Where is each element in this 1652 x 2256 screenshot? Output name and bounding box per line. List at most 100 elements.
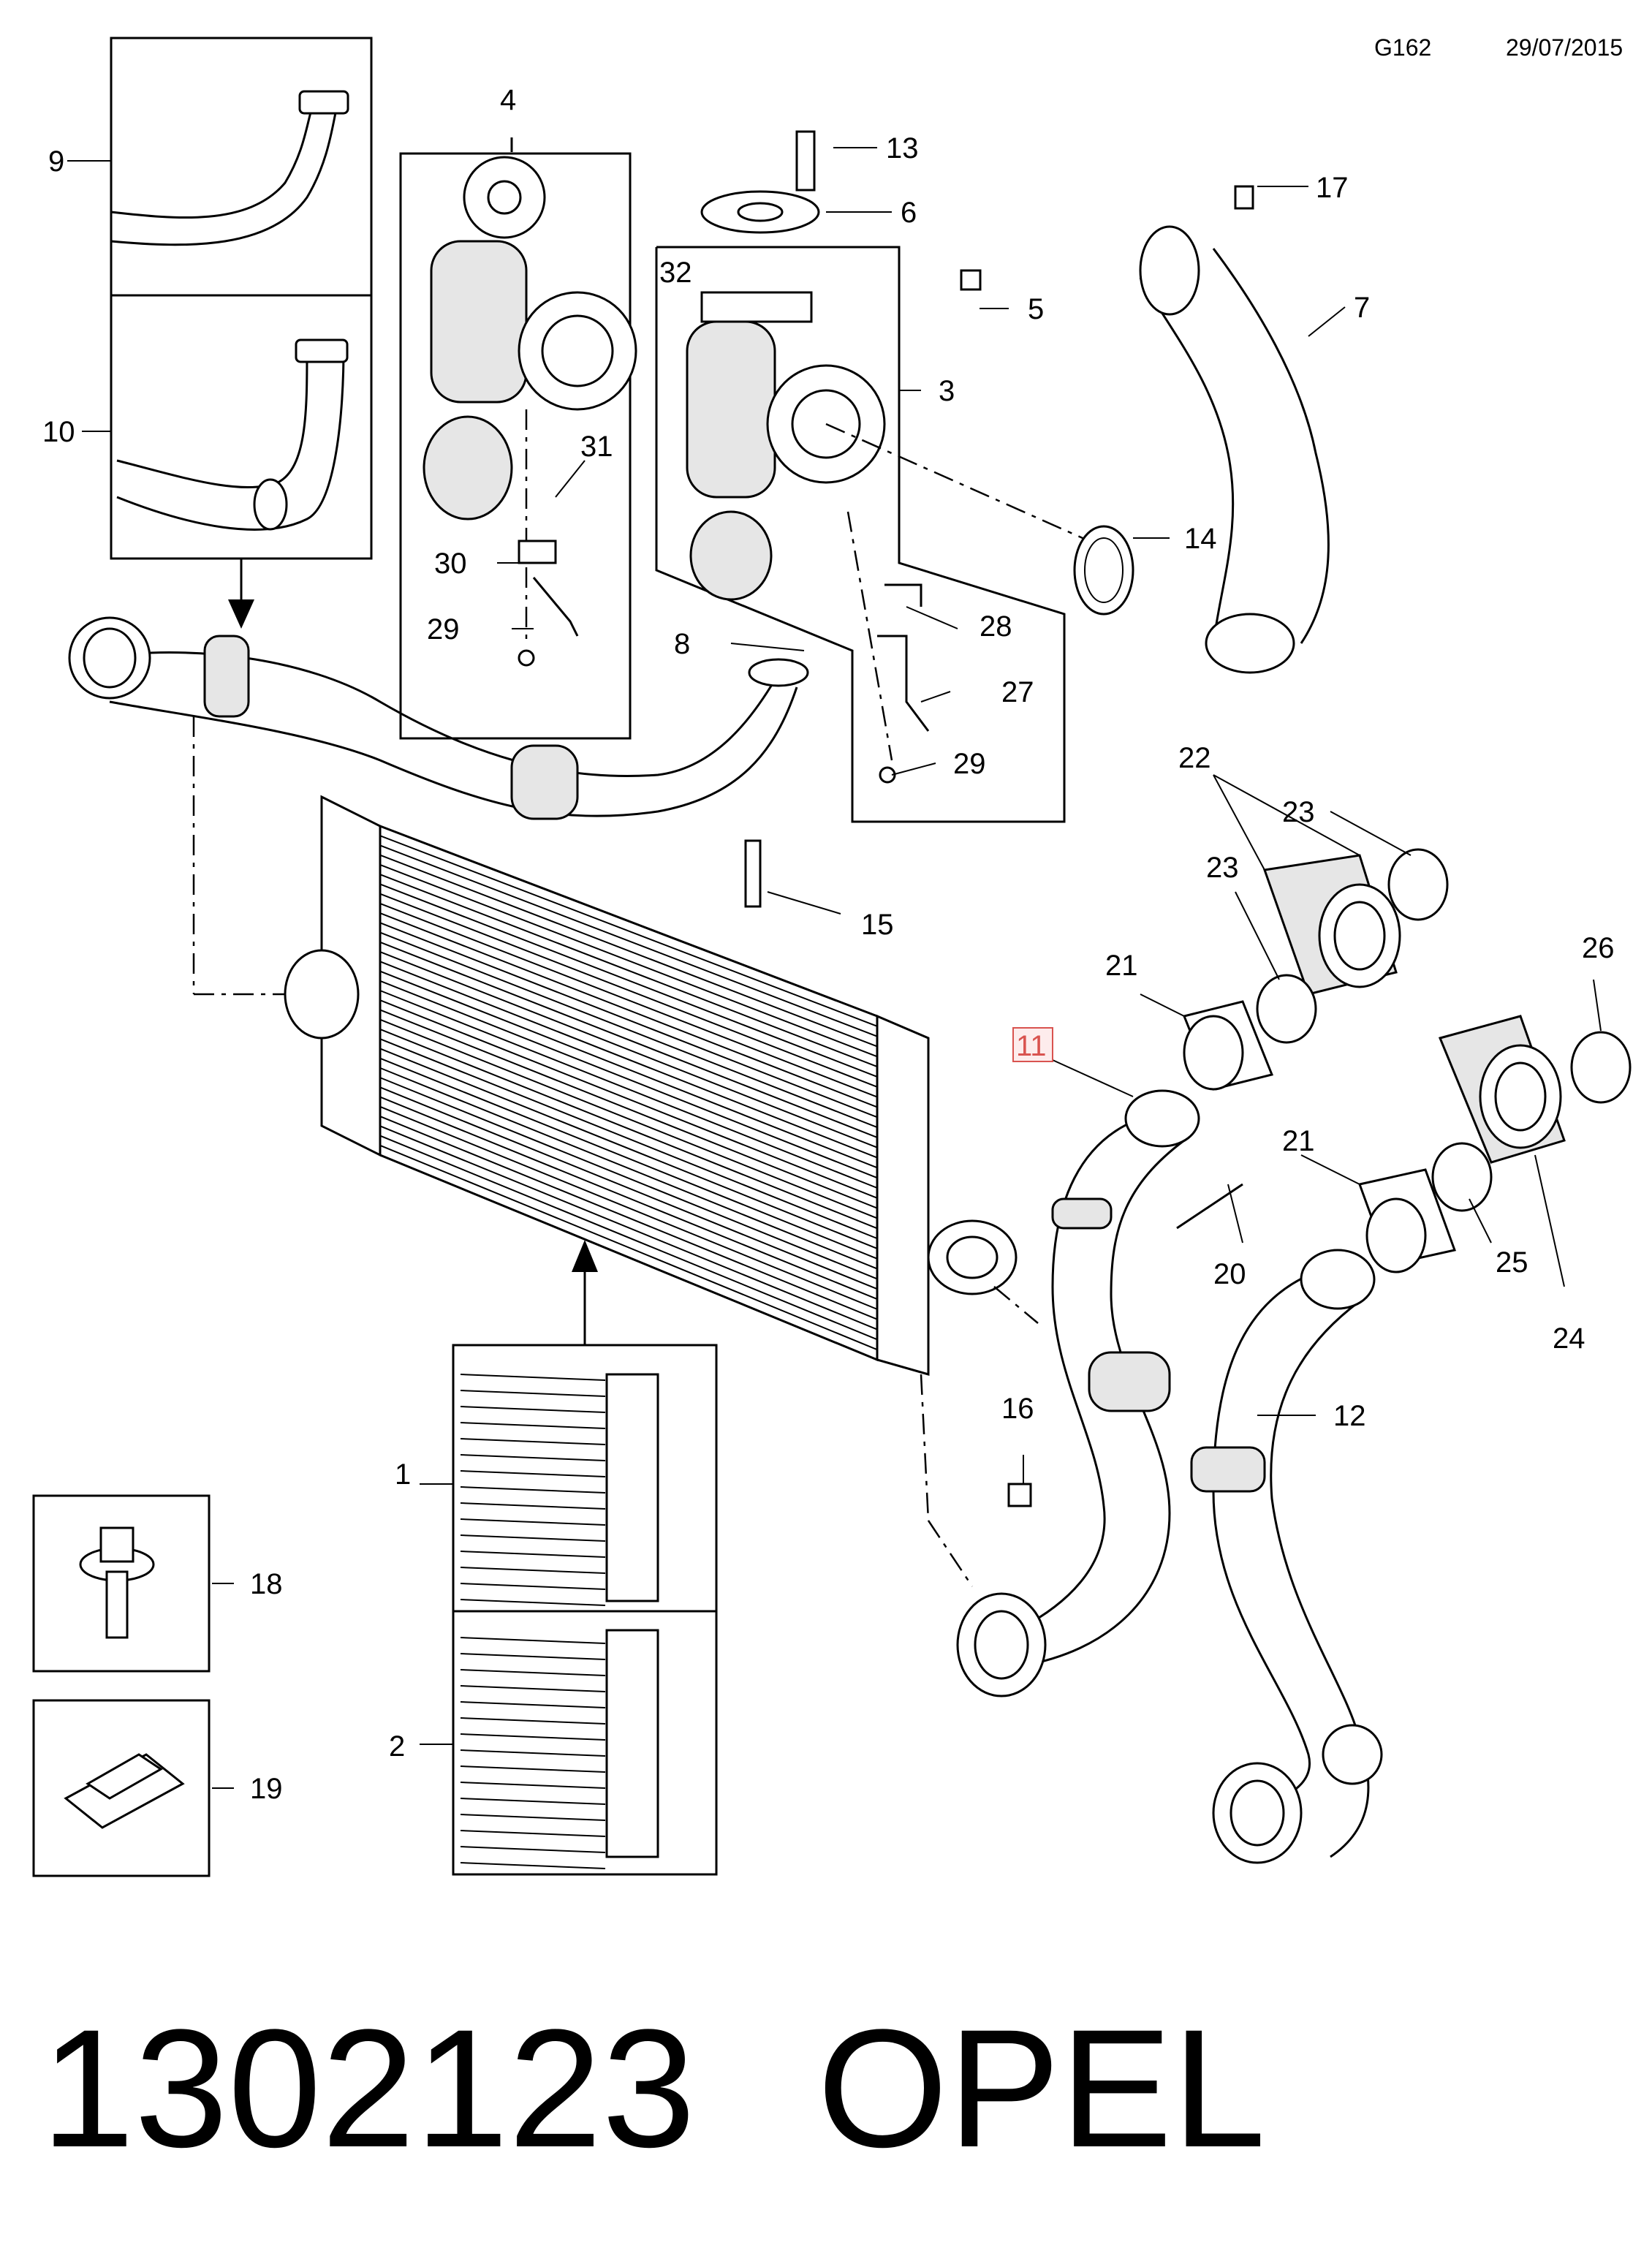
callout-17: 17 — [1316, 172, 1349, 204]
bolt-16 — [1007, 1483, 1032, 1507]
callout-13: 13 — [886, 132, 919, 164]
callout-26: 26 — [1582, 932, 1615, 964]
fin-line — [379, 961, 878, 1159]
fin-line — [379, 835, 878, 1027]
fin-line — [460, 1406, 606, 1413]
intercooler-fins — [379, 835, 878, 1351]
fin-line — [379, 864, 878, 1058]
callout-11[interactable]: 11 — [1016, 1030, 1047, 1062]
fin-line — [460, 1567, 606, 1574]
arrow-head-down-icon — [228, 599, 254, 629]
fin-line — [379, 1086, 878, 1290]
bolt-15 — [744, 839, 762, 908]
fin-line — [460, 1486, 606, 1494]
charge-air-hose-upper — [68, 616, 809, 820]
fin-line — [460, 1669, 606, 1676]
arrow-head-up-icon — [572, 1240, 598, 1272]
clip-box-19 — [32, 1699, 211, 1877]
fin-line — [460, 1798, 606, 1805]
part-number: 1302123 — [41, 1994, 695, 2182]
hose-variant-inset — [110, 37, 373, 560]
charge-air-hose-12 — [1190, 1249, 1383, 1864]
fin-line — [460, 1701, 606, 1708]
throttle-body-24 — [1431, 1015, 1632, 1212]
diagram-date: 29/07/2015 — [1506, 34, 1623, 61]
fin-line — [379, 1116, 878, 1320]
callout-5: 5 — [1028, 293, 1044, 325]
fin-line — [379, 912, 878, 1108]
fin-line — [379, 1067, 878, 1270]
intercooler-variant-inset — [452, 1344, 718, 1876]
fin-line — [379, 1144, 878, 1351]
callout-22: 22 — [1178, 742, 1211, 774]
callout-27: 27 — [1001, 676, 1034, 708]
fin-line — [460, 1717, 606, 1725]
callout-10: 10 — [42, 416, 75, 448]
callout-18: 18 — [250, 1568, 283, 1600]
callout-1: 1 — [395, 1458, 411, 1491]
fin-line — [379, 1125, 878, 1330]
fin-line — [460, 1749, 606, 1757]
highlight-box — [1012, 1027, 1053, 1062]
fin-line — [379, 980, 878, 1179]
fin-line — [379, 1038, 878, 1240]
fin-line — [460, 1830, 606, 1837]
fin-line — [379, 902, 878, 1098]
fin-line — [460, 1502, 606, 1510]
fin-line — [379, 970, 878, 1169]
fin-line — [460, 1782, 606, 1789]
fin-line — [460, 1846, 606, 1853]
guide-line — [993, 1286, 1039, 1324]
callout-20: 20 — [1213, 1258, 1246, 1290]
fin-line — [379, 1077, 878, 1280]
callout-25: 25 — [1496, 1246, 1528, 1279]
brand-name: OPEL — [817, 1994, 1266, 2182]
fin-line — [460, 1551, 606, 1558]
callout-28: 28 — [980, 610, 1012, 643]
fin-line — [460, 1583, 606, 1590]
callout-19: 19 — [250, 1773, 283, 1805]
hose-clamp-14 — [1073, 525, 1134, 616]
fin-line — [460, 1765, 606, 1773]
fin-line — [460, 1733, 606, 1741]
fin-line — [460, 1422, 606, 1429]
fin-line — [379, 844, 878, 1037]
fin-line — [379, 931, 878, 1128]
fin-line — [379, 1105, 878, 1310]
fin-line — [460, 1814, 606, 1821]
callout-11-highlighted[interactable]: 11 — [1012, 1027, 1053, 1062]
fin-line — [460, 1862, 606, 1869]
callout-23-left: 23 — [1206, 852, 1239, 884]
callout-2: 2 — [389, 1730, 405, 1763]
callout-21-upper: 21 — [1105, 950, 1138, 982]
charge-air-hose-11 — [956, 1089, 1200, 1697]
fin-line — [460, 1454, 606, 1461]
fin-line — [460, 1637, 606, 1644]
fin-line — [460, 1438, 606, 1445]
callout-29-left: 29 — [427, 613, 460, 646]
callout-31: 31 — [580, 431, 613, 463]
guide-line — [927, 1520, 974, 1587]
fin-line — [379, 951, 878, 1148]
fin-line — [460, 1470, 606, 1477]
fin-line — [379, 1018, 878, 1219]
fin-line — [379, 999, 878, 1199]
callout-7: 7 — [1354, 292, 1370, 324]
fin-line — [379, 1096, 878, 1300]
fin-line — [379, 1029, 878, 1230]
fin-line — [460, 1534, 606, 1542]
callout-6: 6 — [901, 197, 917, 229]
throttle-body-22 — [1256, 848, 1449, 1044]
fin-line — [460, 1653, 606, 1660]
fin-line — [379, 941, 878, 1138]
callout-21-lower: 21 — [1282, 1125, 1315, 1157]
fin-line — [460, 1374, 606, 1381]
callout-23-right: 23 — [1282, 796, 1315, 828]
callout-29-right: 29 — [953, 748, 986, 780]
leader-lines — [67, 147, 1602, 1789]
turbocharger-group-4 — [399, 137, 637, 740]
bolt-20 — [1176, 1183, 1243, 1230]
turbocharger-group-3 — [655, 130, 1090, 823]
callout-30: 30 — [434, 548, 467, 580]
